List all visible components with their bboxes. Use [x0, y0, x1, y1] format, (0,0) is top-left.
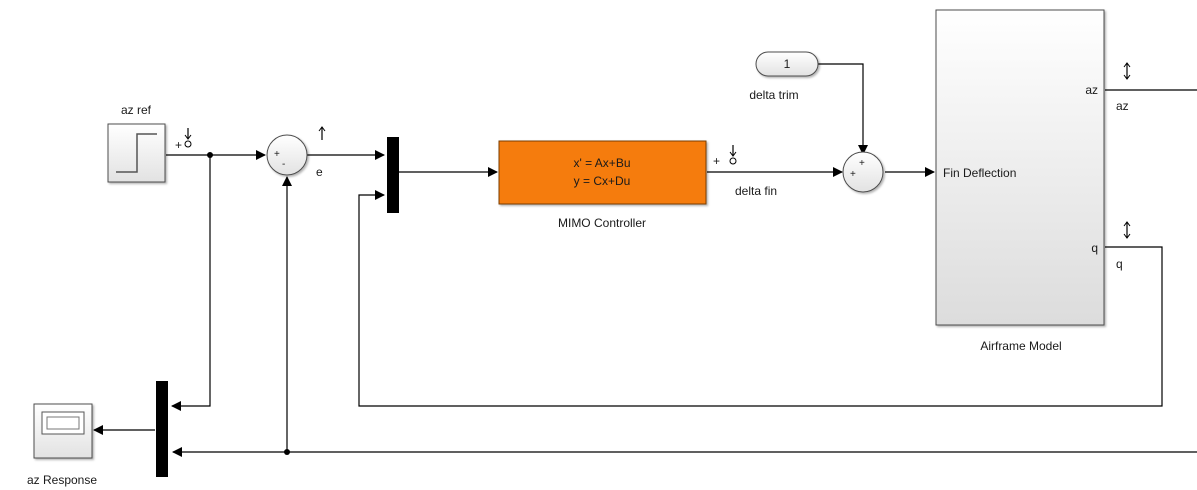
scope-screen-icon	[41, 411, 85, 435]
controller-eq2: y = Cx+Du	[574, 174, 631, 188]
controller-body	[498, 140, 707, 205]
testpoint-deltafin-icon: +	[713, 145, 737, 168]
testpoint-ref-icon: +	[175, 128, 192, 152]
scope-block[interactable]	[33, 403, 93, 459]
mimo-controller-block[interactable]: x' = Ax+Bu y = Cx+Du	[498, 140, 707, 205]
trim-value: 1	[784, 57, 791, 71]
scope-label: az Response	[27, 473, 97, 487]
sum-trim-sign-1: +	[850, 169, 856, 180]
step-label: az ref	[121, 103, 152, 117]
svg-text:+: +	[175, 138, 182, 152]
airframe-port-fin-deflection: Fin Deflection	[943, 166, 1016, 180]
q-out-label: q	[1116, 257, 1123, 271]
wire-q-feedback[interactable]	[358, 190, 1163, 407]
airframe-label: Airframe Model	[980, 339, 1061, 353]
airframe-model-block[interactable]: Fin Deflection az q	[935, 9, 1105, 326]
controller-label: MIMO Controller	[558, 216, 646, 230]
az-out-label: az	[1116, 99, 1129, 113]
controller-eq1: x' = Ax+Bu	[574, 156, 631, 170]
sum-error-sign-1: +	[274, 149, 280, 160]
sum-trim-sign-2: +	[859, 158, 865, 169]
step-block[interactable]	[107, 123, 166, 183]
signal-lines	[93, 63, 1197, 457]
delta-fin-label: delta fin	[735, 184, 777, 198]
logging-q-icon	[1123, 221, 1131, 239]
svg-text:+: +	[713, 154, 720, 168]
delta-trim-label: delta trim	[749, 88, 798, 102]
airframe-port-az: az	[1085, 83, 1098, 97]
error-signal-label: e	[316, 165, 323, 179]
delta-trim-constant-block[interactable]: 1	[755, 51, 819, 77]
wire-delta-trim[interactable]	[818, 63, 868, 155]
mux-upper[interactable]	[387, 137, 399, 213]
sum-error-block[interactable]: + -	[266, 134, 308, 176]
branch-point-az	[284, 449, 290, 455]
airframe-body	[935, 9, 1105, 326]
branch-point-ref	[207, 152, 213, 158]
wire-ref-to-mux[interactable]	[171, 155, 211, 411]
airframe-port-q: q	[1091, 241, 1098, 255]
sum-trim-block[interactable]: + +	[842, 151, 884, 193]
logging-az-icon	[1123, 62, 1131, 80]
mux-lower[interactable]	[156, 381, 168, 477]
step-icon	[116, 133, 157, 173]
sum-error-sign-2: -	[282, 159, 285, 170]
logging-e-icon	[318, 126, 326, 140]
